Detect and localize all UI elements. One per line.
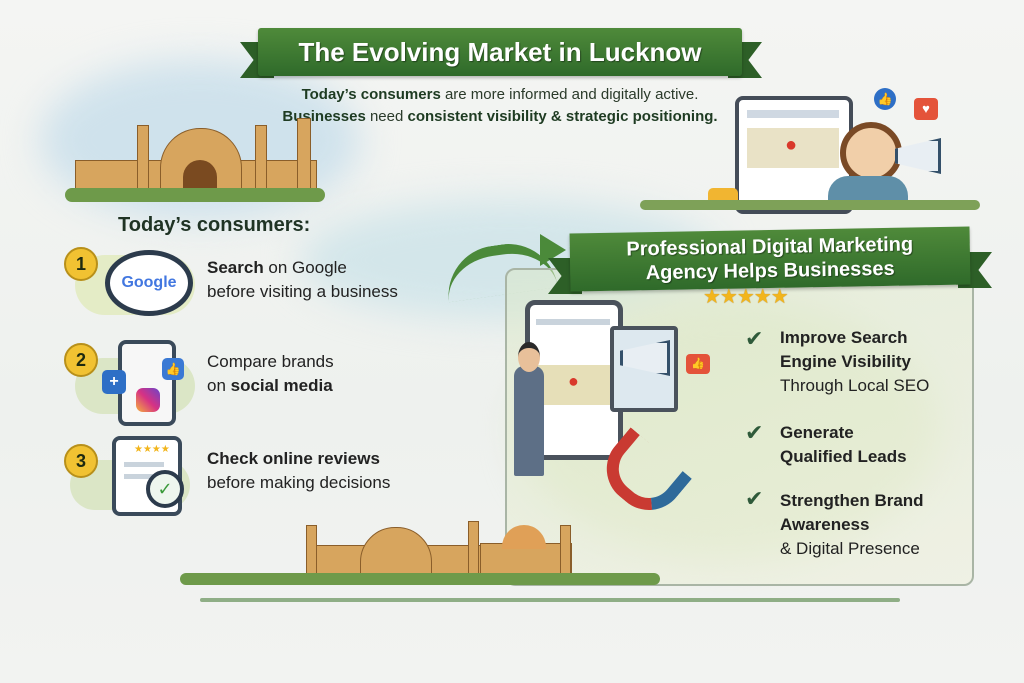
person-avatar xyxy=(840,122,902,184)
benefit-item: Generate Qualified Leads xyxy=(780,423,907,466)
google-logo-text: Google xyxy=(121,274,177,291)
businessman xyxy=(514,366,544,476)
page-title: The Evolving Market in Lucknow xyxy=(298,37,702,67)
check-icon: ✔ xyxy=(745,420,764,445)
subtitle-part: consistent visibility & strategic positi… xyxy=(407,108,718,125)
google-search-icon: Google xyxy=(105,250,193,316)
header-subtitle: Today’s consumers are more informed and … xyxy=(270,84,730,128)
subtitle-part: Today’s consumers xyxy=(301,86,441,103)
magnifier-check-icon: ✓ xyxy=(146,470,184,508)
number-badge: 3 xyxy=(64,444,98,478)
subtitle-part: need xyxy=(365,108,408,125)
review-stars: ★★★★ xyxy=(134,444,170,455)
lucknow-skyline-illustration xyxy=(180,515,660,585)
like-icon: 👍 xyxy=(686,354,710,374)
heart-icon: ♥ xyxy=(914,98,938,120)
social-media-phone-icon: + 👍 xyxy=(102,340,184,426)
benefit-item: Strengthen Brand Awareness& Digital Pres… xyxy=(780,491,924,558)
businessman-with-devices-illustration: ● 👍 xyxy=(510,296,730,525)
reviews-checklist-icon: ★★★★ ✓ xyxy=(112,436,184,516)
like-icon: 👍 xyxy=(874,88,896,110)
consumer-item-text: Check online reviews before making decis… xyxy=(207,449,391,492)
check-icon: ✔ xyxy=(745,326,764,351)
subtitle-part: are more informed and digitally active. xyxy=(440,86,699,103)
map-pin-icon: ● xyxy=(785,134,798,156)
ground-line xyxy=(200,598,900,602)
consumer-item-text: Compare brands on social media xyxy=(207,352,334,395)
agency-banner: Professional Digital Marketing Agency He… xyxy=(569,226,971,292)
rating-stars: ★★★★★ xyxy=(703,286,789,308)
check-icon: ✔ xyxy=(745,486,764,511)
number-badge: 2 xyxy=(64,343,98,377)
number-badge: 1 xyxy=(64,247,98,281)
megaphone-icon xyxy=(895,138,941,174)
marketer-with-megaphone-illustration: ● 👍 ♥ xyxy=(640,88,980,216)
title-banner: The Evolving Market in Lucknow xyxy=(258,28,742,76)
consumers-heading: Today’s consumers: xyxy=(118,214,311,236)
lucknow-monument-illustration xyxy=(65,110,325,202)
